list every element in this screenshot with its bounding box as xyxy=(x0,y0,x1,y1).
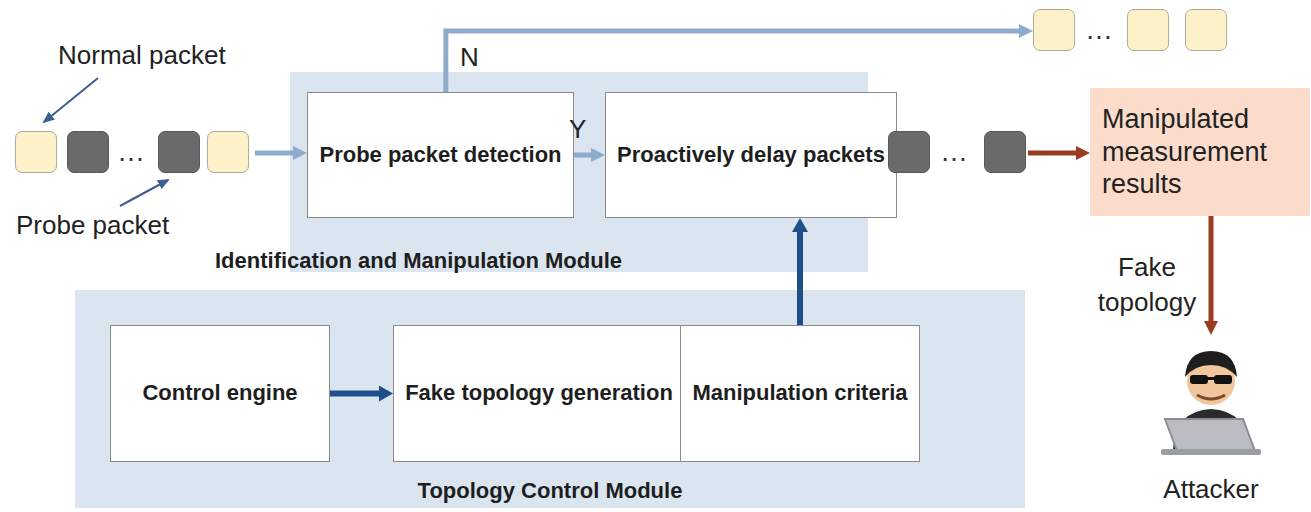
packet-stream: … xyxy=(888,130,1028,176)
normal-packet xyxy=(1127,9,1169,51)
module-band: Topology Control Module Control engine Fak… xyxy=(75,290,1025,508)
connector-arrow xyxy=(330,391,383,397)
module-band: Identification and Manipulation ModulePr… xyxy=(290,72,868,272)
node-text: Manipulated measurement results xyxy=(1090,103,1310,202)
module-label: Identification and Manipulation Module xyxy=(215,248,622,274)
process-box: Fake topology generation xyxy=(393,325,685,462)
attacker-icon xyxy=(1151,339,1271,457)
probe-packet xyxy=(158,131,200,173)
result-box: Manipulated measurement results xyxy=(1090,88,1310,216)
process-box: Manipulation criteria xyxy=(680,325,920,462)
edge-label: N xyxy=(460,42,479,73)
ellipsis: … xyxy=(940,136,968,168)
leader-line xyxy=(120,180,168,206)
edge-label: Fake topology xyxy=(1095,250,1199,320)
connector-arrow xyxy=(446,31,1023,92)
normal-packet xyxy=(1185,9,1227,51)
connector-arrow xyxy=(574,153,595,158)
connector-arrow xyxy=(255,151,297,156)
connector-arrow xyxy=(797,228,803,325)
process-box: Probe packet detection xyxy=(307,92,574,218)
packet-stream: … xyxy=(15,130,255,176)
connector-arrow xyxy=(1028,151,1080,156)
probe-packet xyxy=(888,131,930,173)
node-text: Probe packet detection xyxy=(309,142,571,169)
packet-stream: … xyxy=(1033,8,1233,54)
ellipsis: … xyxy=(117,136,145,168)
normal-packet xyxy=(15,131,57,173)
connector-arrow xyxy=(1209,216,1214,325)
normal-packet xyxy=(207,131,249,173)
ellipsis: … xyxy=(1085,14,1113,46)
node-text: Attacker xyxy=(1126,474,1296,505)
node-text: Control engine xyxy=(132,380,307,407)
probe-packet xyxy=(984,131,1026,173)
normal-packet xyxy=(1033,9,1075,51)
process-box: Proactively delay packets xyxy=(605,92,897,218)
module-label: Topology Control Module xyxy=(75,478,1025,504)
node-text: Proactively delay packets xyxy=(607,142,895,169)
edge-label: Y xyxy=(569,114,586,145)
node-text: Manipulation criteria xyxy=(682,380,917,407)
leader-line xyxy=(44,78,98,122)
packet-label: Normal packet xyxy=(58,40,226,71)
packet-label: Probe packet xyxy=(16,210,169,241)
attacker-figure: Attacker xyxy=(1126,335,1296,507)
process-box: Control engine xyxy=(110,325,330,462)
module-band-fill xyxy=(75,290,1025,508)
node-text: Fake topology generation xyxy=(395,380,683,407)
probe-packet xyxy=(67,131,109,173)
